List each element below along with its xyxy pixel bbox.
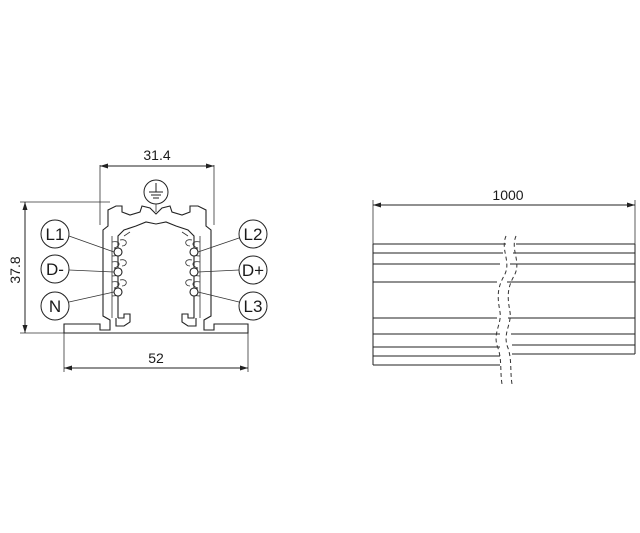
- callout-L3-label: L3: [244, 297, 263, 316]
- dimension-height: 37.8: [7, 201, 110, 334]
- callout-D-minus: D-: [40, 254, 115, 284]
- height-label: 37.8: [7, 256, 23, 283]
- callout-D-minus-label: D-: [46, 260, 64, 279]
- rail-left-segment: [372, 243, 506, 366]
- cross-section-view: 31.4 37.8 52: [7, 147, 268, 372]
- callout-N-label: N: [49, 297, 61, 316]
- rail-right-segment: [507, 243, 636, 355]
- length-label: 1000: [492, 187, 523, 203]
- callout-L1-label: L1: [46, 225, 65, 244]
- callout-L2-label: L2: [244, 225, 263, 244]
- bottom-width-label: 52: [148, 350, 164, 366]
- callout-D-plus: D+: [197, 255, 268, 285]
- top-width-label: 31.4: [143, 147, 170, 163]
- right-conductors: [185, 239, 201, 297]
- dimension-length: 1000: [372, 187, 636, 246]
- ground-symbol-icon: [143, 179, 169, 212]
- side-view: 1000: [372, 187, 636, 385]
- callout-L3: L3: [197, 291, 268, 321]
- callout-D-plus-label: D+: [242, 261, 264, 280]
- callout-L2: L2: [197, 219, 268, 253]
- dimension-top-width: 31.4: [99, 147, 215, 225]
- callout-L1: L1: [40, 219, 115, 253]
- callout-N: N: [40, 291, 115, 321]
- break-lines: [495, 235, 518, 385]
- dimension-bottom-width: 52: [63, 333, 249, 372]
- track-profile: [63, 205, 249, 334]
